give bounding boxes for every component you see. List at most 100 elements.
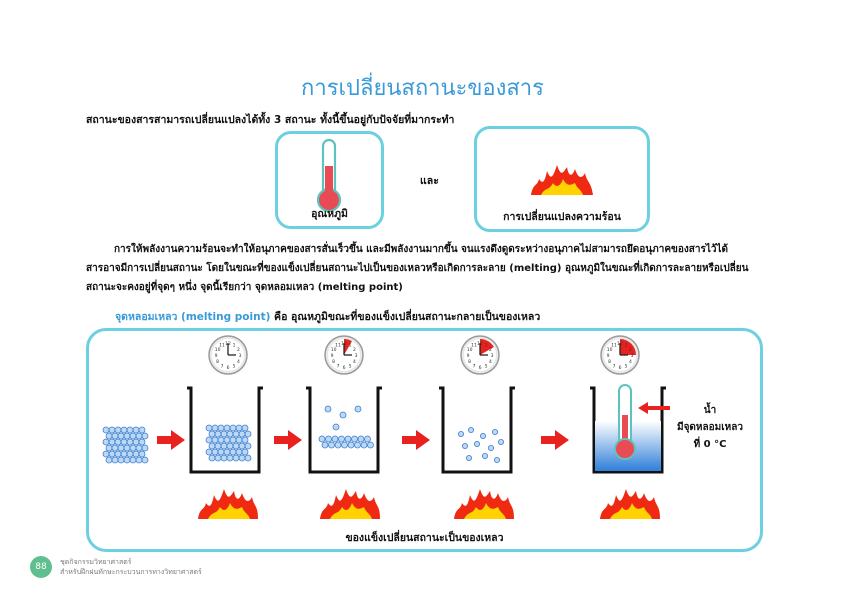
clock-number: 11 [219, 343, 225, 349]
particle [235, 448, 243, 456]
clock-number: 3 [239, 353, 242, 359]
particle [339, 411, 347, 419]
particle [102, 438, 110, 446]
particle [205, 448, 213, 456]
clock-number: 9 [331, 353, 334, 359]
clock-number: 8 [468, 359, 471, 365]
clock-number: 5 [349, 363, 352, 369]
particle [105, 432, 113, 440]
particle [132, 426, 140, 434]
clock-number: 1 [233, 343, 236, 349]
clock-number: 5 [485, 363, 488, 369]
fire-icon [320, 489, 380, 519]
particle [138, 426, 146, 434]
arrow-right-icon [157, 430, 185, 450]
melting-particles [318, 405, 374, 449]
beaker-icon [306, 386, 382, 474]
particle [354, 441, 361, 449]
clock-number: 7 [337, 363, 340, 369]
particle [354, 405, 362, 413]
clock-elapsed-sector [344, 339, 352, 355]
particle [241, 424, 249, 432]
particle [126, 438, 134, 446]
clock-number: 4 [237, 359, 240, 365]
particle [208, 430, 216, 438]
particle [223, 436, 231, 444]
clock-number: 10 [467, 347, 473, 353]
particle [494, 456, 501, 463]
clock-icon: 121234567891011 [324, 335, 364, 375]
clock-number: 2 [629, 347, 632, 353]
particle [244, 442, 252, 450]
particle [229, 436, 237, 444]
clock-number: 6 [227, 365, 230, 371]
melting-point-definition: จุดหลอมเหลว (melting point) คือ อุณหภูมิ… [115, 308, 540, 325]
clock-number: 6 [619, 365, 622, 371]
particle [141, 432, 149, 440]
clock-number: 5 [625, 363, 628, 369]
particle [321, 441, 329, 449]
particle [111, 432, 119, 440]
particle [232, 454, 240, 462]
particle [102, 450, 110, 458]
particle [488, 444, 495, 451]
particle [223, 424, 231, 432]
ice-block [102, 426, 149, 464]
liquid-particles [458, 427, 505, 463]
particle [211, 424, 219, 432]
clock-number: 6 [479, 365, 482, 371]
particle [141, 456, 149, 464]
particle [241, 436, 249, 444]
particle [226, 454, 234, 462]
particle [473, 440, 480, 447]
clock-number: 11 [335, 343, 341, 349]
particle [120, 438, 128, 446]
particle [479, 433, 486, 439]
thermometer-icon [316, 138, 342, 213]
particle [129, 432, 137, 440]
particle [138, 450, 146, 458]
particle [129, 444, 137, 452]
particle [214, 442, 222, 450]
particle [481, 452, 488, 459]
particle [132, 450, 140, 458]
particle [232, 430, 240, 438]
particle [114, 426, 122, 434]
particle [235, 436, 243, 444]
particle [467, 427, 474, 433]
particle [341, 441, 348, 449]
clock-number: 9 [215, 353, 218, 359]
particle [102, 426, 110, 434]
particle [244, 430, 252, 438]
water-label-line: ที่ 0 °C [693, 439, 727, 450]
particle [338, 435, 345, 443]
clock-number: 10 [215, 347, 221, 353]
particle [205, 424, 213, 432]
beaker-icon [590, 386, 666, 474]
particle [367, 441, 374, 449]
particle [238, 454, 246, 462]
ice-block-in-beaker [205, 424, 252, 462]
particle [229, 424, 237, 432]
melting-diagram: ของแข็งเปลี่ยนสถานะเป็นของเหลว [86, 328, 763, 552]
clock-number: 1 [485, 343, 488, 349]
clock-number: 7 [473, 363, 476, 369]
clock-number: 1 [625, 343, 628, 349]
particle [351, 435, 358, 443]
particle [226, 430, 234, 438]
particle [347, 441, 355, 449]
particle [229, 448, 237, 456]
particle [458, 431, 464, 437]
fire-icon [454, 489, 514, 519]
particle [135, 444, 143, 452]
clock-number: 8 [332, 359, 335, 365]
clock-icon: 121234567891011 [208, 335, 248, 375]
particle [205, 436, 213, 444]
particle [214, 454, 222, 462]
clock-number: 2 [489, 347, 492, 353]
particle [132, 438, 140, 446]
beaker-icon [187, 386, 263, 474]
clock-number: 4 [489, 359, 492, 365]
page-number-badge: 88 [30, 556, 52, 578]
footer-title: ชุดกิจกรรมวิทยาศาสตร์ [60, 558, 132, 566]
